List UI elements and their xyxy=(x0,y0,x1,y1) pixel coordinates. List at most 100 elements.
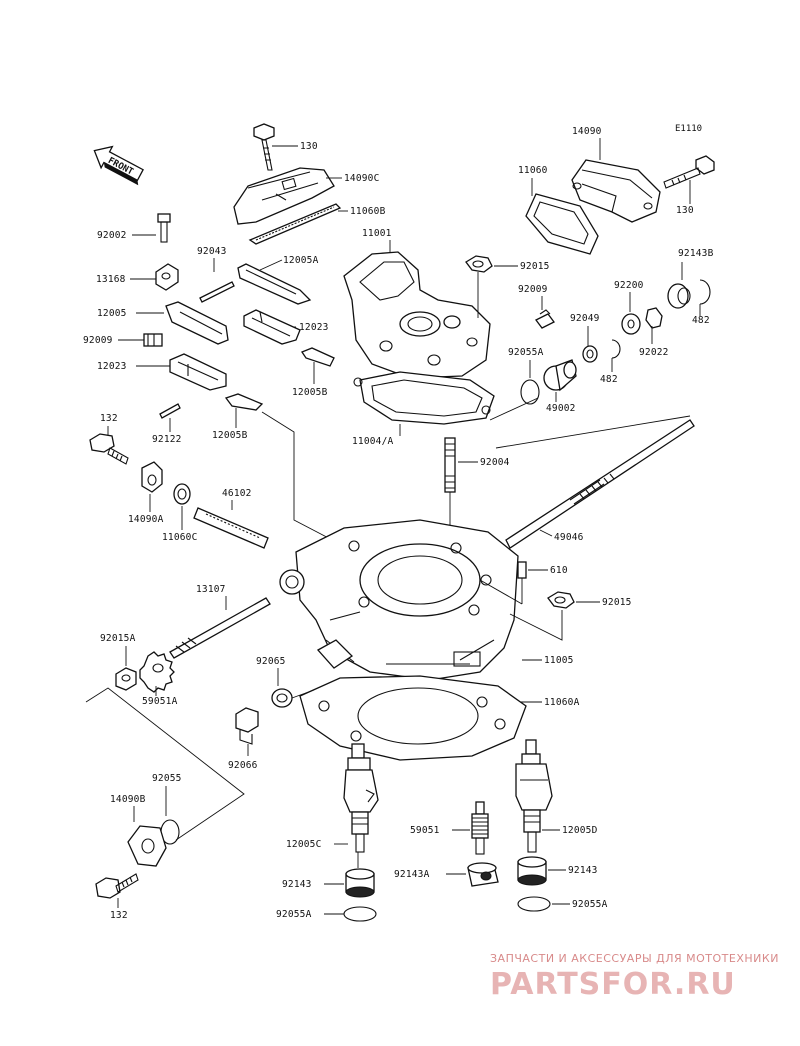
cover-14090c xyxy=(233,167,335,225)
cover-14090b xyxy=(127,825,167,867)
rod-49046 xyxy=(505,419,695,549)
gasket-11060 xyxy=(525,193,599,255)
screw-92009-right xyxy=(535,309,555,329)
clip-13168 xyxy=(155,263,179,291)
label-92055a-top: 92055A xyxy=(508,347,544,358)
holder-12023-top xyxy=(243,309,301,345)
label-92055a-left: 92055A xyxy=(276,909,312,920)
label-92200: 92200 xyxy=(614,280,644,291)
label-92043: 92043 xyxy=(197,246,227,257)
collar-92143b xyxy=(667,283,691,309)
label-130-right: 130 xyxy=(676,205,694,216)
label-12005: 12005 xyxy=(97,308,127,319)
label-92004: 92004 xyxy=(480,457,510,468)
bolt-130-right xyxy=(663,155,715,189)
gasket-11060a xyxy=(299,675,527,761)
label-130-top: 130 xyxy=(300,141,318,152)
label-11004a: 11004/A xyxy=(352,436,394,447)
valve-12005d xyxy=(515,739,553,853)
bolt-92002 xyxy=(157,213,171,243)
bolt-130-top xyxy=(253,123,275,171)
label-11001: 11001 xyxy=(362,228,392,239)
label-12023-left: 12023 xyxy=(97,361,127,372)
valve-12005c xyxy=(343,743,379,853)
label-132-bottom: 132 xyxy=(110,910,128,921)
label-92009-right: 92009 xyxy=(518,284,548,295)
label-92143-left: 92143 xyxy=(282,879,312,890)
circlip-482-right xyxy=(699,279,711,305)
watermark-subtitle: ЗАПЧАСТИ И АКСЕССУАРЫ ДЛЯ МОТОТЕХНИКИ xyxy=(490,952,779,965)
label-14090c: 14090C xyxy=(344,173,380,184)
label-11060a: 11060A xyxy=(544,697,580,708)
label-92122: 92122 xyxy=(152,434,182,445)
stud-92004 xyxy=(444,437,456,493)
bolt-132-bottom xyxy=(95,873,139,899)
label-92143-right: 92143 xyxy=(568,865,598,876)
label-482-left: 482 xyxy=(600,374,618,385)
bush-92022 xyxy=(645,307,663,329)
valve-12005a xyxy=(237,263,312,305)
label-11005: 11005 xyxy=(544,655,574,666)
label-92143b: 92143B xyxy=(678,248,714,259)
label-14090b: 14090B xyxy=(110,794,146,805)
oring-92055a-right xyxy=(517,896,551,912)
label-49002: 49002 xyxy=(546,403,576,414)
front-arrow-icon: FRONT xyxy=(93,145,144,186)
rod-46102 xyxy=(193,507,269,549)
oring-92055a-left xyxy=(343,906,377,922)
label-92015-top: 92015 xyxy=(520,261,550,272)
gasket-11004a xyxy=(353,371,495,425)
cover-14090a xyxy=(141,461,163,493)
label-92015a: 92015A xyxy=(100,633,136,644)
label-11060: 11060 xyxy=(518,165,548,176)
label-12005b-bottom: 12005B xyxy=(212,430,248,441)
gasket-11060b xyxy=(248,203,342,245)
collar-92143a xyxy=(467,862,499,887)
holder-12023-left xyxy=(169,353,227,391)
washer-92200 xyxy=(621,313,641,335)
label-14090: 14090 xyxy=(572,126,602,137)
cylinder-11005 xyxy=(279,519,519,681)
collar-92143-left xyxy=(345,868,375,898)
label-49046: 49046 xyxy=(554,532,584,543)
washer-92065 xyxy=(271,688,293,708)
holder-49002 xyxy=(543,359,577,392)
label-92015-mid: 92015 xyxy=(602,597,632,608)
label-12005b-top: 12005B xyxy=(292,387,328,398)
circlip-482-left xyxy=(611,339,621,359)
label-12023-top: 12023 xyxy=(299,322,329,333)
label-13107: 13107 xyxy=(196,584,226,595)
label-610: 610 xyxy=(550,565,568,576)
stopper-12005b-bottom xyxy=(224,393,264,411)
plug-92066 xyxy=(235,707,259,745)
gear-59051a xyxy=(139,651,175,693)
pin-92043 xyxy=(199,281,235,303)
label-11060b: 11060B xyxy=(350,206,386,217)
gasket-11060c xyxy=(173,483,191,505)
label-59051a: 59051A xyxy=(142,696,178,707)
label-12005c: 12005C xyxy=(286,839,322,850)
valve-12005 xyxy=(165,301,229,345)
pin-610 xyxy=(517,561,527,579)
label-13168: 13168 xyxy=(96,274,126,285)
label-92065: 92065 xyxy=(256,656,286,667)
label-12005a: 12005A xyxy=(283,255,319,266)
seal-92049 xyxy=(582,345,598,363)
label-132-top: 132 xyxy=(100,413,118,424)
pin-92122 xyxy=(159,403,181,419)
label-92009-left: 92009 xyxy=(83,335,113,346)
screw-92009-left xyxy=(143,333,163,347)
label-11060c: 11060C xyxy=(162,532,198,543)
figure-code: E1110 xyxy=(675,124,702,134)
oring-92055a-top xyxy=(520,379,540,405)
label-59051: 59051 xyxy=(410,825,440,836)
cover-14090 xyxy=(571,159,661,223)
label-12005d: 12005D xyxy=(562,825,598,836)
collar-92143-right xyxy=(517,856,547,886)
label-14090a: 14090A xyxy=(128,514,164,525)
gear-59051 xyxy=(471,801,489,855)
stopper-12005b-top xyxy=(301,347,335,367)
label-92049: 92049 xyxy=(570,313,600,324)
